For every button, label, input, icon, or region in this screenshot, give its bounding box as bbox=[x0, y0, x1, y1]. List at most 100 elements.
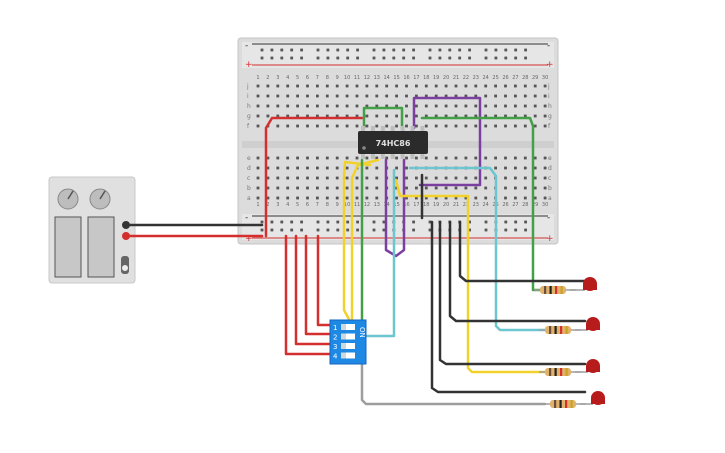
hole[interactable] bbox=[523, 114, 527, 118]
hole[interactable] bbox=[256, 156, 260, 160]
hole[interactable] bbox=[335, 84, 339, 88]
rail-hole[interactable] bbox=[280, 48, 284, 52]
hole[interactable] bbox=[543, 124, 547, 128]
hole[interactable] bbox=[543, 156, 547, 160]
hole[interactable] bbox=[395, 84, 398, 88]
hole[interactable] bbox=[296, 124, 299, 128]
hole[interactable] bbox=[345, 104, 349, 108]
hole[interactable] bbox=[266, 94, 270, 98]
hole[interactable] bbox=[444, 114, 448, 118]
hole[interactable] bbox=[375, 176, 379, 180]
rail-hole[interactable] bbox=[290, 56, 294, 60]
hole[interactable] bbox=[266, 196, 270, 200]
hole[interactable] bbox=[533, 166, 537, 170]
hole[interactable] bbox=[355, 114, 359, 118]
rail-hole[interactable] bbox=[346, 228, 350, 232]
hole[interactable] bbox=[543, 196, 547, 200]
rail-hole[interactable] bbox=[402, 48, 406, 52]
hole[interactable] bbox=[395, 186, 398, 190]
hole[interactable] bbox=[316, 186, 319, 190]
hole[interactable] bbox=[474, 176, 478, 180]
hole[interactable] bbox=[276, 166, 280, 170]
hole[interactable] bbox=[405, 94, 408, 98]
rail-hole[interactable] bbox=[356, 228, 359, 232]
hole[interactable] bbox=[365, 176, 369, 180]
hole[interactable] bbox=[306, 94, 309, 98]
hole[interactable] bbox=[325, 176, 329, 180]
hole[interactable] bbox=[434, 156, 438, 160]
hole[interactable] bbox=[434, 196, 438, 200]
hole[interactable] bbox=[523, 84, 527, 88]
hole[interactable] bbox=[424, 156, 428, 160]
hole[interactable] bbox=[494, 166, 497, 170]
hole[interactable] bbox=[543, 94, 547, 98]
hole[interactable] bbox=[395, 176, 398, 180]
rail-hole[interactable] bbox=[438, 48, 442, 52]
hole[interactable] bbox=[474, 196, 478, 200]
hole[interactable] bbox=[454, 186, 458, 190]
hole[interactable] bbox=[316, 104, 319, 108]
hole[interactable] bbox=[533, 94, 537, 98]
rail-hole[interactable] bbox=[438, 56, 442, 60]
hole[interactable] bbox=[434, 114, 438, 118]
rail-hole[interactable] bbox=[392, 48, 396, 52]
negative-terminal[interactable] bbox=[122, 221, 130, 229]
rail-hole[interactable] bbox=[336, 48, 340, 52]
rail-hole[interactable] bbox=[402, 56, 406, 60]
hole[interactable] bbox=[415, 84, 418, 88]
hole[interactable] bbox=[415, 94, 418, 98]
rail-hole[interactable] bbox=[382, 48, 386, 52]
resistor-3[interactable] bbox=[545, 368, 571, 376]
hole[interactable] bbox=[276, 176, 280, 180]
hole[interactable] bbox=[335, 156, 339, 160]
hole[interactable] bbox=[375, 124, 379, 128]
hole[interactable] bbox=[395, 114, 398, 118]
hole[interactable] bbox=[484, 176, 488, 180]
hole[interactable] bbox=[256, 186, 260, 190]
hole[interactable] bbox=[306, 166, 309, 170]
rail-hole[interactable] bbox=[524, 228, 527, 232]
hole[interactable] bbox=[335, 186, 339, 190]
hole[interactable] bbox=[523, 104, 527, 108]
hole[interactable] bbox=[434, 186, 438, 190]
hole[interactable] bbox=[325, 186, 329, 190]
hole[interactable] bbox=[514, 124, 517, 128]
rail-hole[interactable] bbox=[326, 220, 330, 224]
rail-hole[interactable] bbox=[428, 48, 432, 52]
hole[interactable] bbox=[325, 124, 329, 128]
hole[interactable] bbox=[415, 104, 418, 108]
hole[interactable] bbox=[514, 156, 517, 160]
rail-hole[interactable] bbox=[260, 56, 264, 60]
hole[interactable] bbox=[454, 196, 458, 200]
hole[interactable] bbox=[494, 104, 497, 108]
hole[interactable] bbox=[296, 166, 299, 170]
hole[interactable] bbox=[385, 104, 389, 108]
hole[interactable] bbox=[316, 114, 319, 118]
hole[interactable] bbox=[504, 124, 507, 128]
rail-hole[interactable] bbox=[428, 228, 432, 232]
hole[interactable] bbox=[464, 114, 468, 118]
hole[interactable] bbox=[395, 166, 398, 170]
hole[interactable] bbox=[296, 114, 299, 118]
resistor-2[interactable] bbox=[545, 326, 571, 334]
hole[interactable] bbox=[464, 94, 468, 98]
hole[interactable] bbox=[474, 156, 478, 160]
rail-hole[interactable] bbox=[356, 48, 359, 52]
hole[interactable] bbox=[543, 104, 547, 108]
hole[interactable] bbox=[306, 84, 309, 88]
hole[interactable] bbox=[266, 186, 270, 190]
rail-hole[interactable] bbox=[412, 48, 415, 52]
hole[interactable] bbox=[514, 196, 517, 200]
hole[interactable] bbox=[514, 84, 517, 88]
hole[interactable] bbox=[514, 186, 517, 190]
hole[interactable] bbox=[375, 84, 379, 88]
hole[interactable] bbox=[434, 124, 438, 128]
rail-hole[interactable] bbox=[382, 228, 386, 232]
hole[interactable] bbox=[514, 114, 517, 118]
hole[interactable] bbox=[533, 104, 537, 108]
hole[interactable] bbox=[345, 186, 349, 190]
hole[interactable] bbox=[514, 104, 517, 108]
rail-hole[interactable] bbox=[514, 48, 518, 52]
hole[interactable] bbox=[504, 156, 507, 160]
hole[interactable] bbox=[286, 186, 290, 190]
